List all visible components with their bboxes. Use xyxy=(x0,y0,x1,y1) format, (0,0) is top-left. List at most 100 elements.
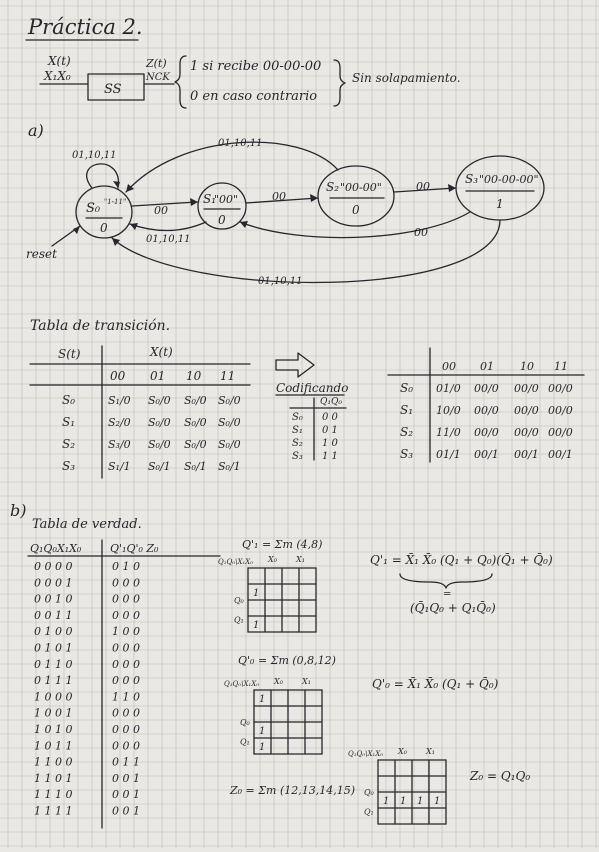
kmap-side-label: Q₁ xyxy=(234,615,244,624)
encoded-col-2: 10 xyxy=(520,360,534,373)
kmap-cell: 1 xyxy=(400,796,406,807)
kmap-cell: 1 xyxy=(253,620,259,631)
reset-label: reset xyxy=(26,247,57,261)
encoding-row-code: 1 0 xyxy=(322,438,339,449)
kmap-side-label: Q₀ xyxy=(234,596,245,605)
transition-row-header: S(t) xyxy=(58,347,81,361)
block-condition-2: 0 en caso contrario xyxy=(190,89,317,104)
edge-s1-s0 xyxy=(129,221,207,232)
block-input-x: X(t) xyxy=(47,54,71,68)
truth-row-outputs: 0 0 0 xyxy=(112,739,140,752)
encoding-row-state: S₀ xyxy=(292,412,303,423)
equation-q1-brace xyxy=(399,573,493,589)
kmap-title: Q'₁ = Σm (4,8) xyxy=(242,538,322,551)
truth-row-outputs: 0 0 0 xyxy=(112,576,140,589)
kmap-side-label: Q₁ xyxy=(364,807,374,816)
encoded-cell: 00/1 xyxy=(474,448,499,461)
edge-s3-s0-arrow xyxy=(112,238,120,246)
edge-s1-s2 xyxy=(245,197,319,204)
encoding-row-code: 0 0 xyxy=(322,412,339,423)
reset-arrow xyxy=(73,226,80,234)
kmap-side-label: Q₀ xyxy=(364,788,375,797)
edge-s2-s3 xyxy=(393,187,457,193)
encoded-row-state: S₃ xyxy=(400,447,413,461)
state-s2-circle xyxy=(317,165,395,227)
edge-s2-s0-label: 01,10,11 xyxy=(218,138,263,149)
edge-s3-s0 xyxy=(111,219,501,284)
transition-col-0: 00 xyxy=(110,369,126,383)
block-right-brace xyxy=(333,59,346,107)
kmap-cell: 1 xyxy=(434,796,440,807)
truth-row-outputs: 0 0 0 xyxy=(112,609,140,622)
truth-header-outputs: Q'₁Q'₀ Z₀ xyxy=(110,542,159,555)
kmap-axis-label: Q₁Q₀\X₁X₀ xyxy=(218,558,253,566)
transition-cell: S₀/0 xyxy=(148,394,171,407)
edge-s2-s0 xyxy=(125,141,339,193)
truth-row-outputs: 0 0 1 xyxy=(112,805,140,818)
transition-cell: S₀/0 xyxy=(218,416,241,429)
encoded-cell: 10/0 xyxy=(436,404,461,417)
transition-cell: S₀/1 xyxy=(218,460,241,473)
edge-s1-s2-arrow xyxy=(310,194,318,202)
page-title: Práctica 2. xyxy=(27,15,143,39)
kmap-top-label: X₁ xyxy=(295,555,305,564)
part-a-label: a) xyxy=(28,121,44,140)
edge-s0-loop xyxy=(86,163,119,189)
encoded-row-state: S₁ xyxy=(400,403,413,417)
kmap-cell: 1 xyxy=(259,694,265,705)
block-input-x1x0: X₁X₀ xyxy=(43,69,71,83)
edge-s2-s3-label: 00 xyxy=(416,180,430,193)
kmap-top-label: X₀ xyxy=(273,677,284,686)
state-s3-output: 1 xyxy=(496,197,504,211)
kmap-axis-label: Q₁Q₀\X₁X₀ xyxy=(348,750,383,758)
encoded-cell: 00/0 xyxy=(474,404,499,417)
encoded-cell: 00/1 xyxy=(548,448,573,461)
encoded-cell: 00/0 xyxy=(514,382,539,395)
truth-header-inputs: Q₁Q₀X₁X₀ xyxy=(30,542,82,555)
kmap-top-label: X₀ xyxy=(267,555,278,564)
edge-s1-s2-label: 00 xyxy=(272,190,286,203)
block-condition-1: 1 si recibe 00-00-00 xyxy=(190,59,321,74)
edge-s0-loop-arrow xyxy=(113,181,120,188)
state-s2-detail: "00-00" xyxy=(340,181,382,194)
truth-row-inputs: 0 0 1 0 xyxy=(34,593,72,606)
encoding-row-state: S₂ xyxy=(292,438,303,449)
transition-cell: S₀/0 xyxy=(218,438,241,451)
encoded-cell: 11/0 xyxy=(436,426,461,439)
transition-cell: S₂/0 xyxy=(108,416,131,429)
truth-row-inputs: 0 1 1 1 xyxy=(34,674,72,687)
truth-row-inputs: 1 1 1 0 xyxy=(34,788,72,801)
transition-col-1: 01 xyxy=(150,369,165,383)
truth-row-inputs: 0 0 1 1 xyxy=(34,609,72,622)
transition-cell: S₁/0 xyxy=(108,394,131,407)
state-diagram: S₀ "1-11" 0 S₁ "00" 0 S₂ "00-00" 0 S₃ "0… xyxy=(26,138,545,287)
encoding-row-state: S₃ xyxy=(292,451,303,462)
block-left-brace xyxy=(174,55,187,109)
truth-row-inputs: 1 1 0 1 xyxy=(34,772,72,785)
truth-row-inputs: 1 1 1 1 xyxy=(34,805,72,818)
transition-cell: S₃/0 xyxy=(108,438,131,451)
truth-row-outputs: 0 0 0 xyxy=(112,642,140,655)
edge-s2-s0-arrow xyxy=(126,184,134,192)
truth-row-outputs: 0 0 1 xyxy=(112,788,140,801)
encoding-header: Q₁Q₀ xyxy=(320,397,342,407)
edge-s3-s1-label: 00 xyxy=(414,226,428,239)
transition-cell: S₀/0 xyxy=(184,394,207,407)
encoded-cell: 01/1 xyxy=(436,448,461,461)
transition-cell: S₀/0 xyxy=(148,416,171,429)
state-s3-detail: "00-00-00" xyxy=(479,173,539,186)
transition-row-state: S₃ xyxy=(62,459,75,473)
state-s0-name: S₀ xyxy=(86,201,101,216)
kmap-top-label: X₁ xyxy=(425,747,435,756)
